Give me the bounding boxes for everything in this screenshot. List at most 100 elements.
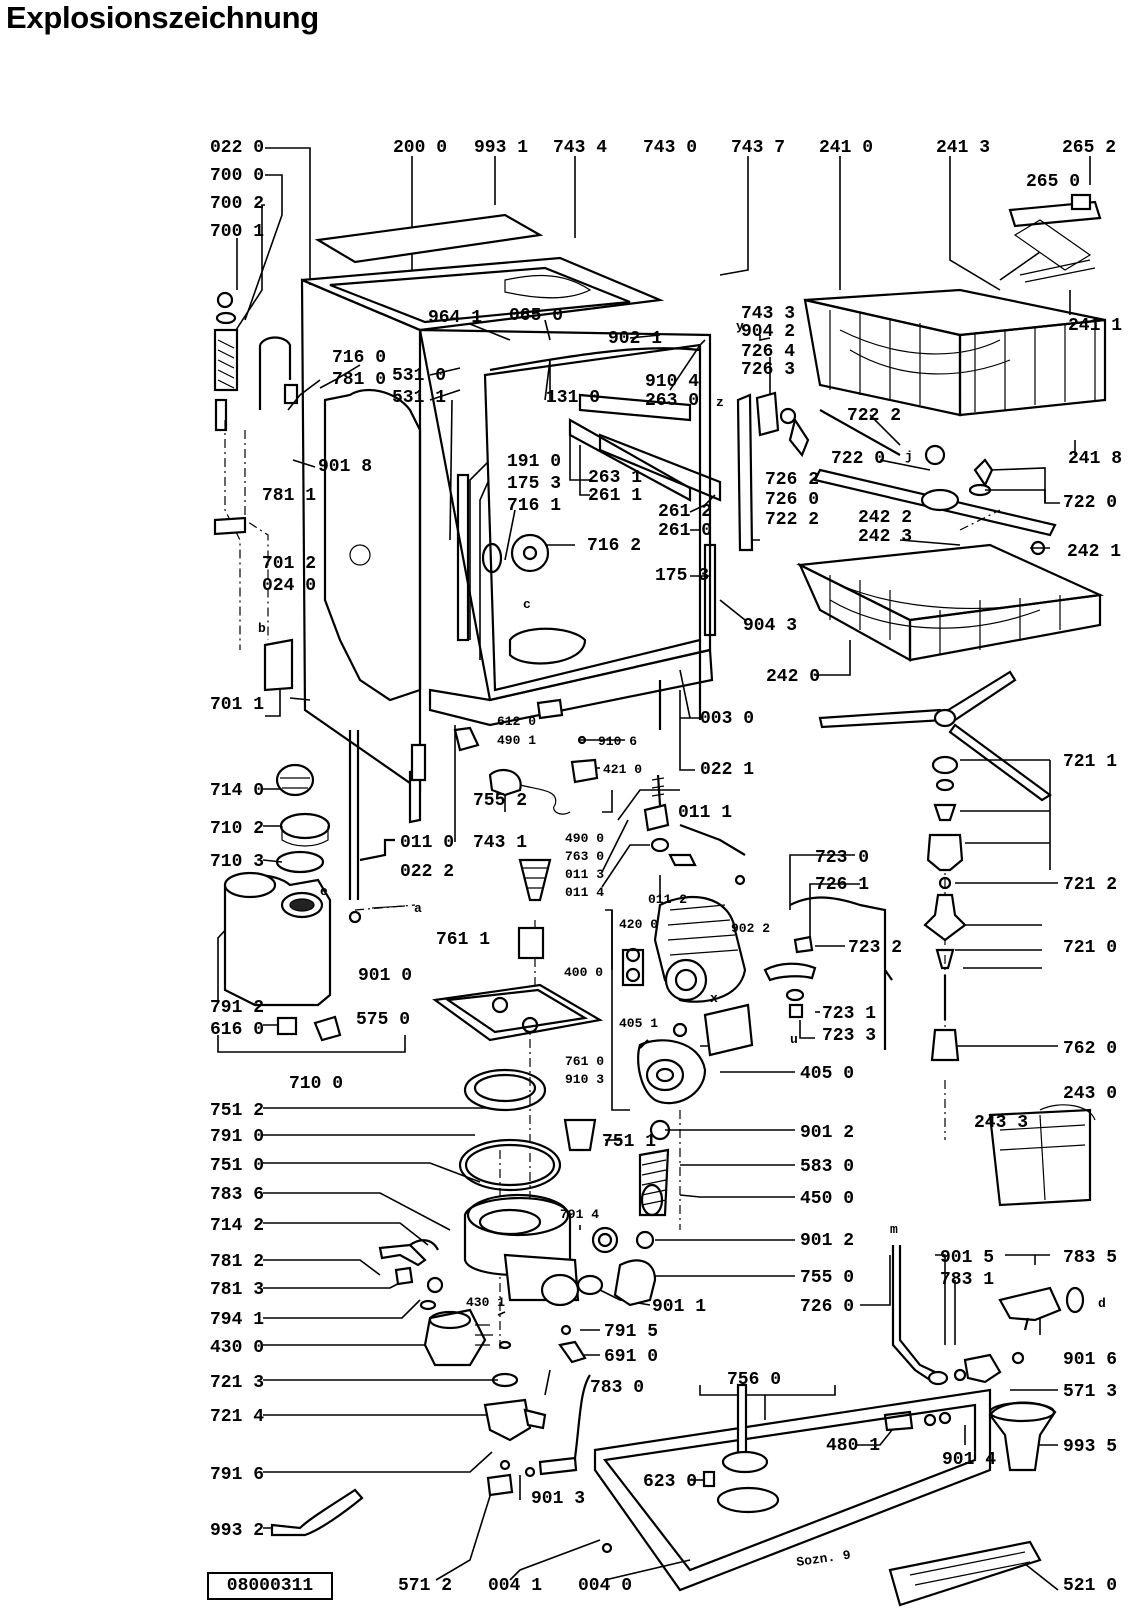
part-label: 751 1 [602,1132,656,1152]
part-label: 241 0 [819,138,873,158]
part-label: 405 1 [619,1016,658,1031]
part-label: 430 1 [466,1295,505,1310]
part-label: 791 2 [210,998,264,1018]
part-label: 791 4 [560,1207,599,1222]
part-label: 450 0 [800,1189,854,1209]
part-label: 993 2 [210,1521,264,1541]
part-label: 405 0 [800,1064,854,1084]
part-label: 242 0 [766,667,820,687]
part-label: 901 5 [940,1248,994,1268]
part-label: 004 1 [488,1576,542,1596]
leader-lines [217,147,1091,1591]
part-label: 710 0 [289,1074,343,1094]
part-label: 241 1 [1068,316,1122,336]
part-label: 751 2 [210,1101,264,1121]
part-label: 721 4 [210,1407,264,1427]
part-label: 964 1 [428,308,482,328]
part-label: 261 1 [588,486,642,506]
part-label: 781 1 [262,486,316,506]
part-label: 723 2 [848,938,902,958]
part-drawings [213,193,1107,1607]
part-label: 263 0 [645,391,699,411]
part-label: 571 3 [1063,1382,1117,1402]
part-label: 571 2 [398,1576,452,1596]
part-label: 261 0 [658,521,712,541]
part-label: 993 5 [1063,1437,1117,1457]
letter-mark: u [790,1032,798,1047]
part-label: 191 0 [507,452,561,472]
letter-mark: a [414,901,422,916]
part-label: 722 0 [831,449,885,469]
part-label: 901 1 [652,1297,706,1317]
part-label: 993 1 [474,138,528,158]
part-label: 726 3 [741,360,795,380]
part-label: 011 3 [565,867,604,882]
part-label: 242 2 [858,508,912,528]
part-label: 755 0 [800,1268,854,1288]
part-label: 901 0 [358,966,412,986]
part-label: 791 5 [604,1322,658,1342]
letter-mark: x [710,991,718,1006]
part-label: 480 1 [826,1436,880,1456]
part-label: 011 2 [648,892,687,907]
part-label: 022 2 [400,862,454,882]
part-label: 011 4 [565,885,604,900]
part-label: 762 0 [1063,1039,1117,1059]
part-label: 531 1 [392,388,446,408]
part-label: 723 3 [822,1026,876,1046]
part-label: 904 3 [743,616,797,636]
part-label: 726 0 [765,490,819,510]
part-label: 756 0 [727,1370,781,1390]
drawing-number-box: 08000311 [207,1572,333,1600]
part-label: 781 3 [210,1280,264,1300]
letter-marks: a b c d e m u x y z j [258,319,1106,1311]
part-label: 901 4 [942,1450,996,1470]
part-label: 623 0 [643,1472,697,1492]
page-title: Explosionszeichnung [6,0,319,35]
part-label: 701 1 [210,695,264,715]
part-label: 721 3 [210,1373,264,1393]
letter-mark: d [1098,1296,1106,1311]
part-label: 726 2 [765,470,819,490]
part-label: 691 0 [604,1347,658,1367]
part-label: 755 2 [473,791,527,811]
part-label: 726 1 [815,875,869,895]
part-label: 794 1 [210,1310,264,1330]
part-label: 200 0 [393,138,447,158]
part-label: 783 6 [210,1185,264,1205]
part-label: 716 0 [332,348,386,368]
part-label: 242 1 [1067,542,1121,562]
part-label: 011 0 [400,833,454,853]
part-label: 265 0 [1026,172,1080,192]
part-label: 721 2 [1063,875,1117,895]
part-label: 241 3 [936,138,990,158]
part-label: 783 5 [1063,1248,1117,1268]
part-label: 722 2 [847,406,901,426]
part-label: 726 4 [741,342,795,362]
part-label: 004 0 [578,1576,632,1596]
part-label: 902 1 [608,329,662,349]
letter-mark: z [716,395,724,410]
letter-mark: e [320,884,328,899]
letter-mark: j [905,449,913,464]
part-label: 011 1 [678,803,732,823]
part-label: 910 4 [645,372,699,392]
part-label: 783 1 [940,1270,994,1290]
letter-mark: c [523,597,531,612]
part-label: 710 2 [210,819,264,839]
part-label: 901 2 [800,1123,854,1143]
part-label: 761 0 [565,1054,604,1069]
part-label: 791 0 [210,1127,264,1147]
part-label: 743 1 [473,833,527,853]
part-label: 521 0 [1063,1576,1117,1596]
letter-mark: m [890,1222,898,1237]
part-label: 761 1 [436,930,490,950]
part-label: 616 0 [210,1020,264,1040]
part-label: 723 1 [822,1004,876,1024]
part-label: 743 3 [741,304,795,324]
part-label: 531 0 [392,366,446,386]
part-label: 243 0 [1063,1084,1117,1104]
part-label: 716 1 [507,496,561,516]
letter-mark: b [258,621,266,636]
part-label: 910 3 [565,1072,604,1087]
